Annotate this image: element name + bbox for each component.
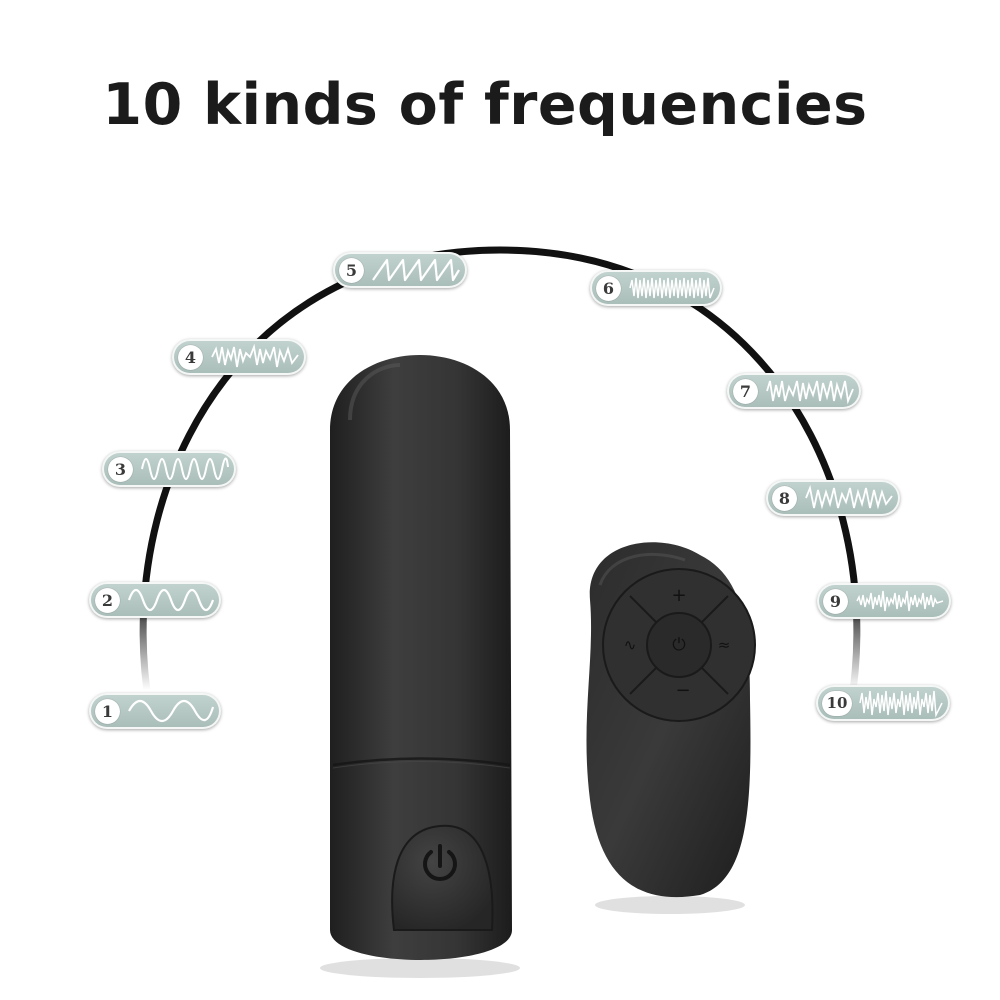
frequency-number: 7 xyxy=(733,378,758,404)
frequency-number: 6 xyxy=(596,275,621,301)
bullet-device xyxy=(320,355,520,978)
wave-pattern-icon xyxy=(372,258,460,282)
wave-pattern-icon xyxy=(805,484,893,510)
frequency-number: 1 xyxy=(95,698,120,724)
frequency-number: 9 xyxy=(823,588,848,614)
frequency-pill-8: 8 xyxy=(766,480,900,516)
frequency-pill-5: 5 xyxy=(333,252,467,288)
frequency-number: 3 xyxy=(108,456,133,482)
frequency-number: 10 xyxy=(822,690,852,716)
mode-prev-icon: ∿ xyxy=(623,636,637,654)
frequency-pill-2: 2 xyxy=(89,582,221,618)
frequency-pill-1: 1 xyxy=(89,693,221,729)
frequency-pill-3: 3 xyxy=(102,451,236,487)
remote-button-mode-prev[interactable]: ∿ xyxy=(617,632,643,658)
frequency-number: 2 xyxy=(95,587,120,613)
wave-pattern-icon xyxy=(211,343,299,368)
frequency-pill-4: 4 xyxy=(172,339,306,375)
wave-pattern-icon xyxy=(766,380,854,405)
wave-pattern-icon xyxy=(141,457,229,480)
frequency-number: 8 xyxy=(772,485,797,511)
remote-button-plus[interactable]: + xyxy=(664,585,694,609)
wave-pattern-icon xyxy=(859,690,943,718)
power-icon xyxy=(423,844,457,881)
power-icon: ⏻ xyxy=(672,635,686,655)
minus-icon: − xyxy=(675,680,691,701)
frequency-pill-9: 9 xyxy=(817,583,951,619)
frequency-pill-10: 10 xyxy=(816,685,950,721)
plus-icon: + xyxy=(671,585,687,606)
wave-pattern-icon xyxy=(629,277,715,299)
page-title: 10 kinds of frequencies xyxy=(102,72,868,138)
frequency-number: 5 xyxy=(339,257,364,283)
frequency-pill-7: 7 xyxy=(727,373,861,409)
mode-next-icon: ≈ xyxy=(717,636,731,654)
remote-device xyxy=(586,542,756,914)
remote-button-power[interactable]: ⏻ xyxy=(664,630,694,660)
frequency-pill-6: 6 xyxy=(590,270,722,306)
bullet-power-button[interactable] xyxy=(391,824,494,931)
frequency-arc xyxy=(139,246,861,804)
remote-button-minus[interactable]: − xyxy=(668,680,698,704)
frequency-number: 4 xyxy=(178,344,203,370)
wave-pattern-icon xyxy=(128,699,215,723)
wave-pattern-icon xyxy=(127,588,215,612)
remote-button-mode-next[interactable]: ≈ xyxy=(711,632,737,658)
wave-pattern-icon xyxy=(856,590,944,612)
